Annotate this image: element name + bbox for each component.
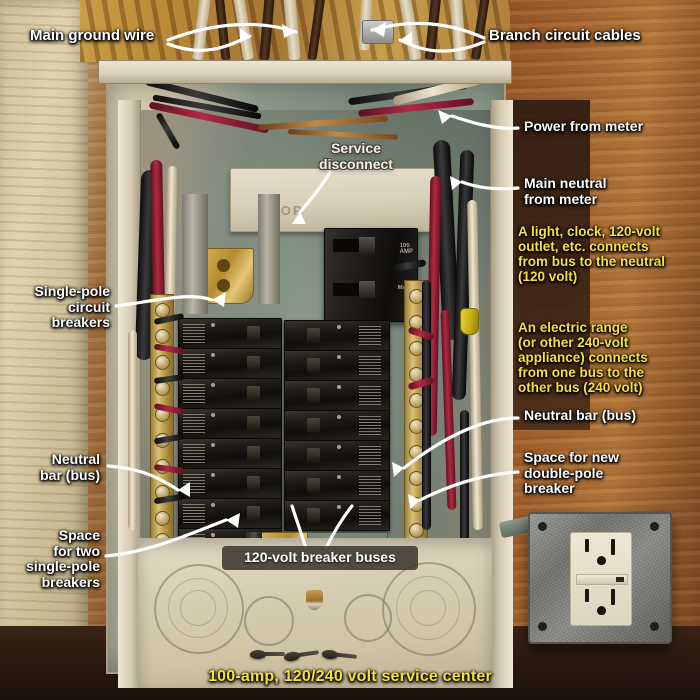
circuit-breaker[interactable] bbox=[284, 380, 390, 411]
circuit-breaker[interactable] bbox=[178, 498, 282, 529]
callout-neutral-bar-bus-right: Neutral bar (bus) bbox=[524, 407, 637, 423]
callout-240-volt-branch-note: An electric range (or other 240-volt app… bbox=[518, 320, 648, 396]
metal-outlet-box bbox=[528, 512, 672, 644]
circuit-breaker[interactable] bbox=[178, 438, 282, 469]
bus-bar-center bbox=[258, 194, 280, 304]
box-screw bbox=[650, 522, 659, 531]
gfci-outlet[interactable] bbox=[570, 532, 632, 626]
circuit-breaker[interactable] bbox=[284, 350, 390, 381]
panel-rail-right bbox=[490, 100, 513, 688]
circuit-breaker[interactable] bbox=[284, 500, 390, 531]
receptacle-bottom[interactable] bbox=[580, 589, 622, 619]
loose-screw bbox=[321, 649, 339, 660]
callout-single-pole-circuit-breakers: Single-pole circuit breakers bbox=[34, 283, 110, 331]
box-screw bbox=[538, 622, 547, 631]
circuit-breaker[interactable] bbox=[284, 440, 390, 471]
circuit-breaker[interactable] bbox=[178, 348, 282, 379]
callout-main-ground-wire: Main ground wire bbox=[30, 27, 155, 44]
loose-screw bbox=[283, 650, 301, 663]
circuit-breaker[interactable] bbox=[178, 468, 282, 499]
callout-service-disconnect: Service disconnect bbox=[319, 140, 393, 172]
circuit-breaker[interactable] bbox=[284, 320, 390, 351]
callout-space-for-new-double-pole-breaker: Space for new double-pole breaker bbox=[524, 449, 619, 497]
callout-120-volt-branch-note: A light, clock, 120-volt outlet, etc. co… bbox=[518, 224, 666, 285]
callout-power-from-meter: Power from meter bbox=[524, 118, 644, 134]
circuit-breaker[interactable] bbox=[284, 410, 390, 441]
box-screw bbox=[650, 622, 659, 631]
diagram-caption: 100-amp, 120/240 volt service center bbox=[208, 668, 492, 685]
callout-120-volt-breaker-buses: 120-volt breaker buses bbox=[222, 546, 418, 570]
wire-nut bbox=[460, 308, 479, 335]
circuit-breaker[interactable] bbox=[178, 318, 282, 349]
cable-clamp bbox=[362, 20, 394, 44]
loose-screw bbox=[250, 650, 285, 659]
receptacle-top[interactable] bbox=[580, 539, 622, 569]
circuit-breaker[interactable] bbox=[178, 408, 282, 439]
circuit-breaker[interactable] bbox=[178, 378, 282, 409]
callout-neutral-bar-bus-left: Neutral bar (bus) bbox=[40, 451, 100, 483]
callout-branch-circuit-cables: Branch circuit cables bbox=[489, 27, 641, 44]
circuit-breaker[interactable] bbox=[284, 470, 390, 501]
neutral-bar-left bbox=[150, 294, 174, 554]
wall-shadow-band bbox=[500, 100, 590, 430]
gfci-test-reset[interactable] bbox=[576, 574, 628, 585]
callout-main-neutral-from-meter: Main neutral from meter bbox=[524, 175, 607, 207]
callout-space-for-two-single-pole-breakers: Space for two single-pole breakers bbox=[26, 527, 100, 591]
box-screw bbox=[538, 522, 547, 531]
panel-ground-screw bbox=[306, 590, 323, 610]
panel-top-flange bbox=[98, 60, 512, 84]
bus-bar-left bbox=[182, 194, 208, 314]
wall-stud-left bbox=[0, 0, 88, 700]
